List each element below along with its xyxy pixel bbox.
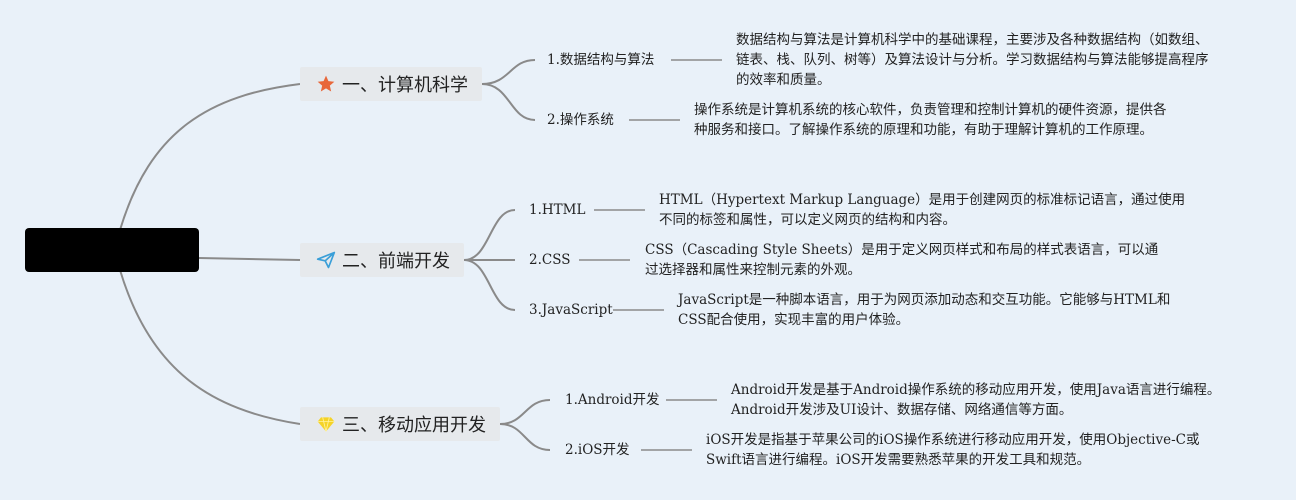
topic-description: Android开发是基于Android操作系统的移动应用开发，使用Java语言进…: [731, 382, 1221, 418]
branch-label: 一、计算机科学: [342, 75, 468, 96]
topic-description: 数据结构与算法是计算机科学中的基础课程，主要涉及各种数据结构（如数组、 链表、栈…: [736, 32, 1209, 88]
paper-plane-icon: [316, 250, 336, 270]
sub-topic-javascript[interactable]: 3.JavaScript: [529, 302, 613, 318]
sub-topic-android[interactable]: 1.Android开发: [565, 392, 660, 408]
topic-description: CSS（Cascading Style Sheets）是用于定义网页样式和布局的…: [645, 242, 1159, 278]
topic-description: 操作系统是计算机系统的核心软件，负责管理和控制计算机的硬件资源，提供各 种服务和…: [694, 102, 1167, 138]
branch-computer-science[interactable]: 一、计算机科学: [300, 67, 482, 101]
sub-topic-ios[interactable]: 2.iOS开发: [565, 442, 630, 458]
sub-topic-operating-system[interactable]: 2.操作系统: [547, 112, 614, 128]
sub-topic-html[interactable]: 1.HTML: [529, 202, 586, 218]
root-node[interactable]: [25, 228, 199, 272]
topic-description: JavaScript是一种脚本语言，用于为网页添加动态和交互功能。它能够与HTM…: [678, 292, 1171, 328]
star-icon: [316, 74, 336, 94]
topic-description: HTML（Hypertext Markup Language）是用于创建网页的标…: [659, 192, 1186, 228]
branch-frontend[interactable]: 二、前端开发: [300, 243, 464, 277]
branch-label: 三、移动应用开发: [342, 415, 486, 436]
sub-topic-css[interactable]: 2.CSS: [529, 252, 571, 268]
branch-mobile-dev[interactable]: 三、移动应用开发: [300, 407, 500, 441]
gem-icon: [316, 414, 336, 434]
branch-label: 二、前端开发: [342, 251, 450, 272]
topic-description: iOS开发是指基于苹果公司的iOS操作系统进行移动应用开发，使用Objectiv…: [706, 432, 1200, 468]
sub-topic-data-structures[interactable]: 1.数据结构与算法: [547, 52, 655, 68]
